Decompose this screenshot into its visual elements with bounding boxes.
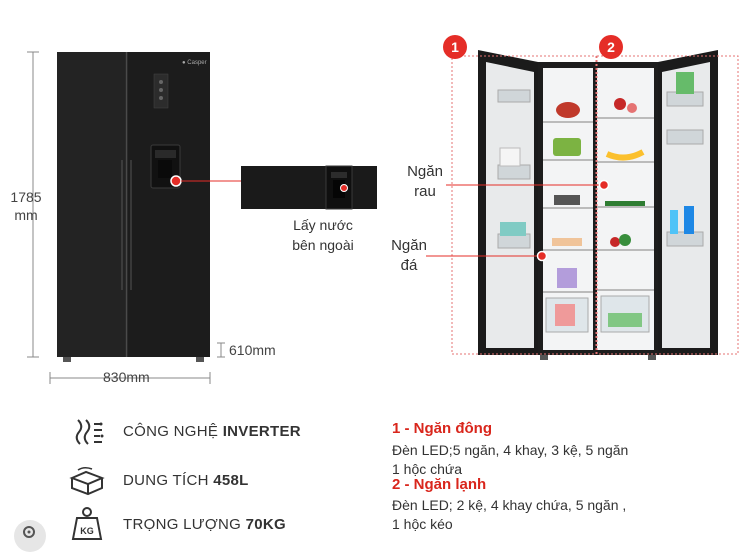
fridge-body xyxy=(57,52,210,362)
fridge-spec-title: 2 - Ngăn lạnh xyxy=(392,476,487,493)
depth-dimension-line xyxy=(217,342,225,358)
feature-capacity: DUNG TÍCH 458L xyxy=(123,472,249,489)
dispenser-caption: Lấy nước bên ngoài xyxy=(292,217,354,253)
dispenser-callout-dot xyxy=(170,175,182,187)
brand-logo: ● Casper xyxy=(182,60,207,66)
image-search-button[interactable] xyxy=(14,520,46,552)
feature-weight: TRỌNG LƯỢNG 70KG xyxy=(123,516,287,533)
feature-inverter: CÔNG NGHỆ INVERTER xyxy=(123,423,301,440)
ice-callout-dot xyxy=(536,250,548,262)
capacity-box-icon xyxy=(68,464,106,503)
lens-icon xyxy=(23,526,35,538)
vegetable-compartment-label: Ngăn rau xyxy=(407,163,443,200)
fridge-spec-line-1: Đèn LED; 2 kệ, 4 khay chứa, 5 ngăn , xyxy=(392,497,627,513)
weight-kg-icon: KG xyxy=(70,506,104,547)
vegetable-callout-dot xyxy=(598,179,610,191)
fridge-exterior-figure: ● Casper xyxy=(27,50,739,384)
fridge-marker: 2 xyxy=(599,35,623,59)
depth-label: 610mm xyxy=(229,342,276,358)
height-dimension-line xyxy=(27,51,39,358)
freezer-spec-line-2: 1 hộc chứa xyxy=(392,461,463,477)
freezer-compartment-outline xyxy=(451,55,597,355)
fridge-interior-image xyxy=(478,50,718,360)
dispenser-zoom-image xyxy=(241,165,377,210)
fridge-spec-line-2: 1 hộc kéo xyxy=(392,516,453,532)
freezer-spec-line-1: Đèn LED;5 ngăn, 4 khay, 3 kệ, 5 ngăn xyxy=(392,442,629,458)
freezer-spec-title: 1 - Ngăn đông xyxy=(392,420,492,437)
inverter-chip-icon xyxy=(72,416,106,455)
width-label: 830mm xyxy=(103,369,150,385)
fridge-compartment-outline xyxy=(596,55,739,355)
height-label: 1785 mm xyxy=(10,189,42,223)
svg-text:KG: KG xyxy=(80,526,94,536)
width-dimension-line xyxy=(49,372,211,384)
ice-compartment-label: Ngăn đá xyxy=(391,237,427,274)
freezer-marker: 1 xyxy=(443,35,467,59)
